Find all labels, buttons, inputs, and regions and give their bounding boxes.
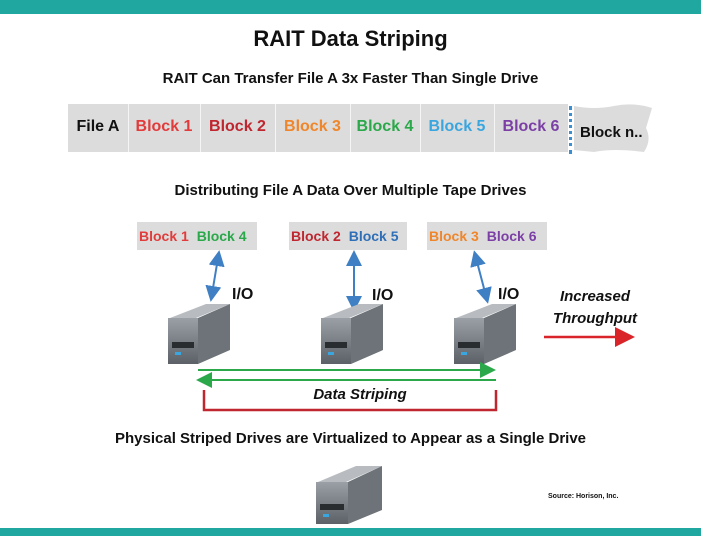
strip-dotted-separator (569, 106, 572, 154)
group-1-block-a: Block 1 (139, 228, 189, 244)
drive-group-2-blocks: Block 2 Block 5 (289, 222, 407, 250)
io-label-1: I/O (232, 286, 254, 303)
block-n-tail: Block n.. (574, 104, 652, 154)
bottom-accent-bar (0, 528, 701, 536)
source-credit: Source: Horison, Inc. (548, 493, 619, 500)
group-2-block-b: Block 5 (348, 228, 399, 244)
distribution-title: Distributing File A Data Over Multiple T… (174, 182, 527, 199)
increased-throughput-label: Increased Throughput (552, 288, 638, 327)
data-striping-label: Data Striping (313, 386, 407, 403)
io-label-3: I/O (498, 286, 520, 303)
file-block-6: Block 6 (502, 118, 560, 135)
drive-group-1-blocks: Block 1 Block 4 (137, 222, 257, 250)
file-block-1: Block 1 (128, 104, 201, 152)
file-block-2: Block 2 (200, 104, 276, 152)
file-block-4: Block 4 (350, 104, 421, 152)
group-3-block-b: Block 6 (486, 228, 537, 244)
io-arrow-3 (470, 250, 492, 304)
file-strip: File A Block 1 Block 2 Block 3 Block 4 B… (68, 104, 568, 152)
striping-bracket (202, 390, 498, 412)
page-title: RAIT Data Striping (253, 26, 448, 51)
io-arrow-1 (205, 250, 225, 302)
tape-drive-2 (321, 304, 383, 364)
file-a-label: File A (68, 104, 129, 152)
group-3-block-a: Block 3 (429, 228, 479, 244)
virtualization-caption: Physical Striped Drives are Virtualized … (114, 430, 587, 447)
group-1-block-b: Block 4 (196, 228, 247, 244)
virtual-single-drive (316, 466, 382, 524)
file-block-3: Block 3 (275, 104, 351, 152)
group-2-block-a: Block 2 (291, 228, 341, 244)
block-n-label: Block n.. (580, 124, 643, 141)
top-accent-bar (0, 0, 701, 14)
torn-strip-shape (574, 104, 652, 152)
tape-drive-3 (454, 304, 516, 364)
io-label-2: I/O (372, 287, 394, 304)
page-subtitle: RAIT Can Transfer File A 3x Faster Than … (162, 70, 539, 87)
drive-group-3-blocks: Block 3 Block 6 (427, 222, 547, 250)
file-block-5: Block 5 (420, 104, 495, 152)
tape-drive-1 (168, 304, 230, 364)
